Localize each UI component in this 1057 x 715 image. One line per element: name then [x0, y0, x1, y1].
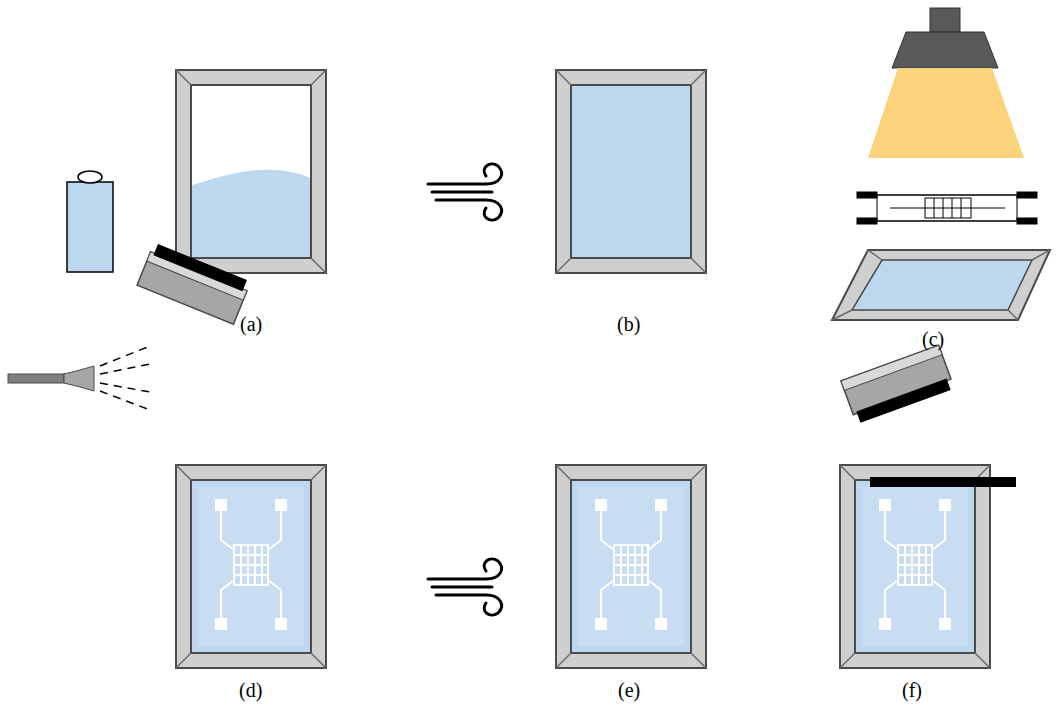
panel-caption: (b): [617, 313, 640, 336]
panel-caption: (a): [240, 313, 262, 336]
panel-caption: (e): [618, 679, 640, 702]
panel-caption: (d): [239, 679, 262, 702]
panel-caption: (c): [922, 328, 944, 351]
panel-caption: (f): [902, 679, 922, 702]
